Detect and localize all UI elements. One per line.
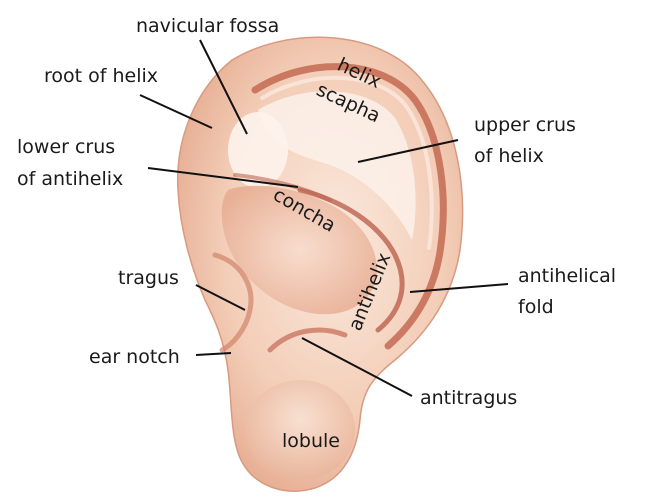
leader-tragus [195,284,246,311]
label-antihelical-fold-line2: fold [518,296,554,318]
label-root-of-helix: root of helix [44,65,159,87]
label-ear-notch: ear notch [89,346,180,368]
lower-crus-groove [233,173,332,202]
label-tragus: tragus [118,267,179,289]
concha-region [221,185,377,315]
lobule-region [245,380,355,480]
leader-navicular-fossa [199,39,248,135]
scapha-region [258,91,416,240]
leader-root-of-helix [139,94,213,129]
leader-lines [139,39,509,397]
leader-antitragus [301,337,413,397]
label-navicular-fossa: navicular fossa [136,15,280,37]
leader-lower-crus [147,167,299,188]
antihelix-groove [297,187,405,333]
label-antihelical-fold-line1: antihelical [518,265,617,287]
label-lower-crus-line2: of antihelix [17,168,124,190]
leader-antihelical-fold [409,283,509,293]
helix-rim-highlight [260,75,434,250]
label-upper-crus-line1: upper crus [474,114,576,136]
label-upper-crus-line2: of helix [474,145,544,167]
antitragus-shape [267,327,348,353]
label-lower-crus-line1: lower crus [17,136,116,158]
tragus-shape [212,252,254,353]
helix-rim [251,63,447,350]
lobule-text: lobule [282,430,340,452]
leader-ear-notch [195,352,232,356]
navicular-fossa-region [228,112,288,188]
label-antitragus: antitragus [420,387,518,409]
leader-upper-crus [357,139,459,163]
